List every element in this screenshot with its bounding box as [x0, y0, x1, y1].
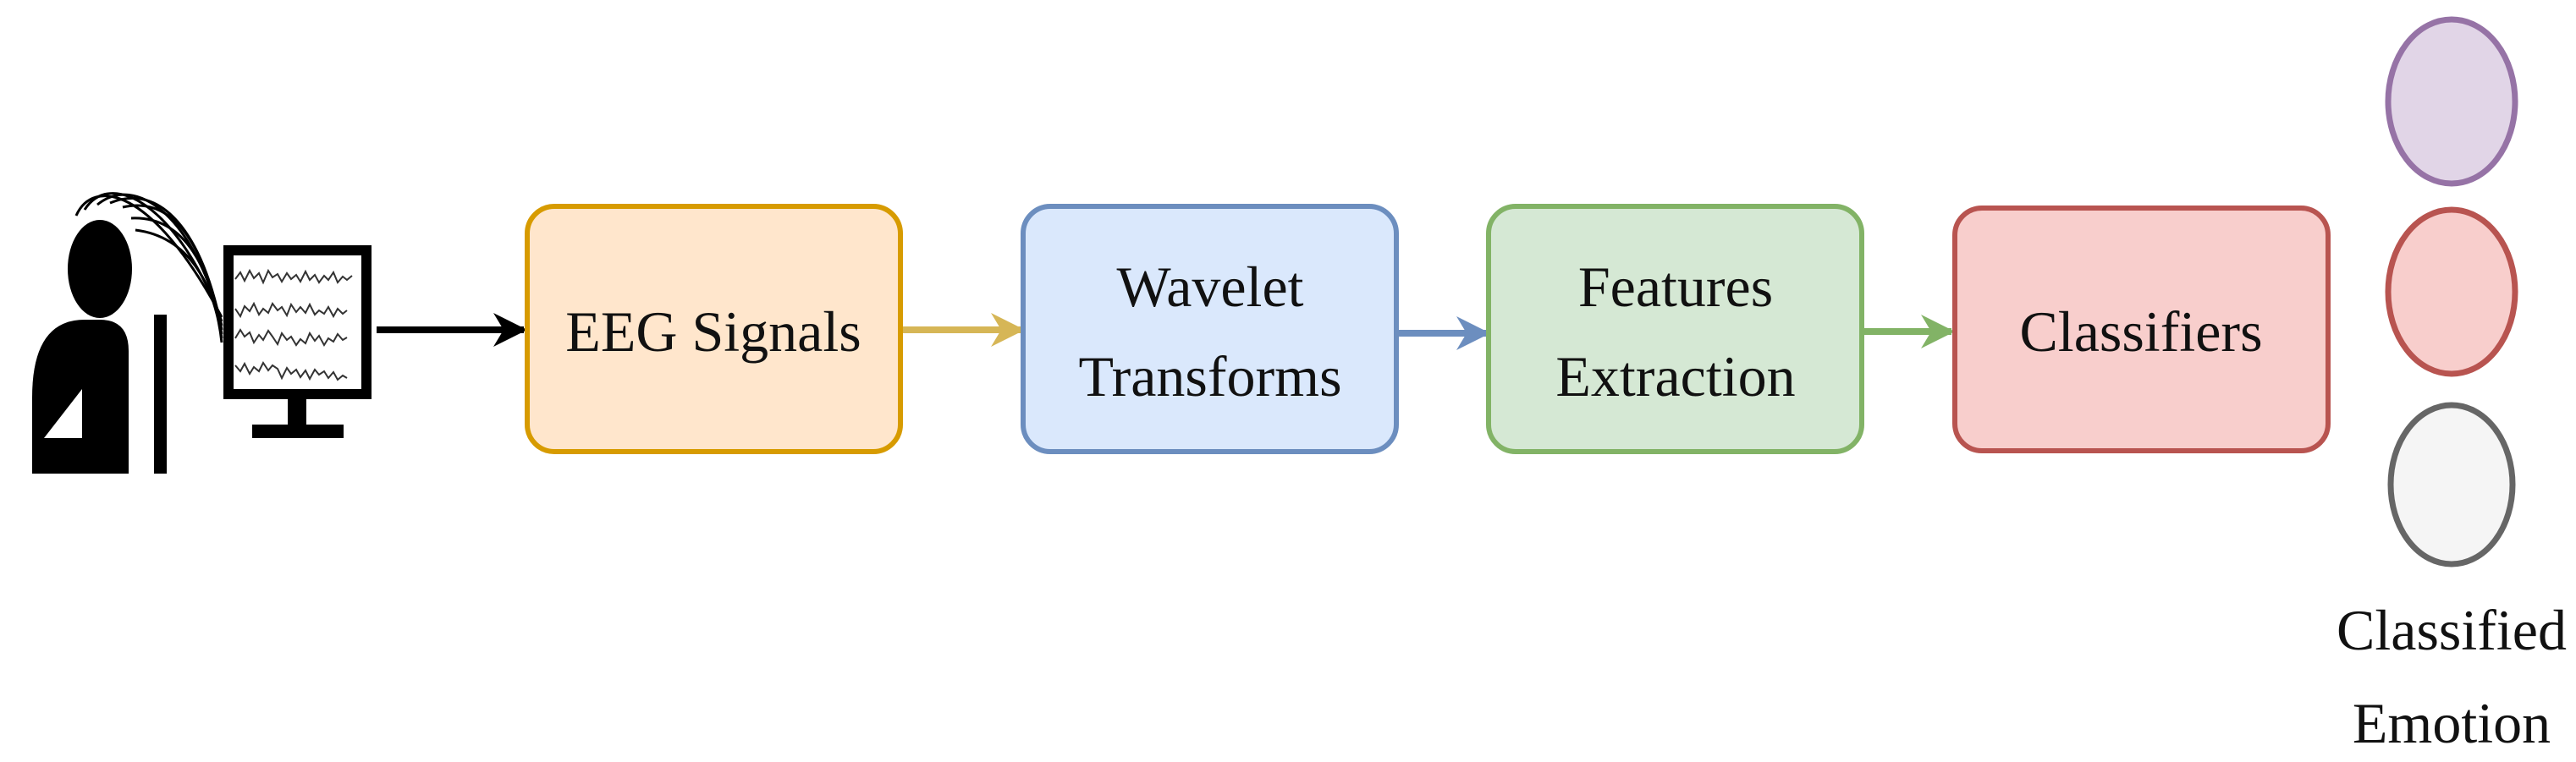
emotion-circle-red	[2385, 206, 2518, 377]
eeg-signals-label: EEG Signals	[565, 299, 861, 364]
classifiers-box-shape	[1952, 206, 2331, 453]
svg-text:Classified: Classified	[2337, 598, 2567, 662]
wavelet-label-line-2: Transforms	[1078, 344, 1341, 408]
features-label-line-1: Features	[1578, 255, 1773, 319]
svg-text:Emotion: Emotion	[2353, 691, 2551, 755]
classifiers-box: Classifiers	[1952, 206, 2331, 453]
classified-emotion-caption-line-2: Emotion	[2353, 691, 2551, 755]
emotion-circle-purple	[2385, 16, 2518, 187]
eeg-signals-box-shape	[525, 204, 903, 454]
classifiers-label: Classifiers	[2019, 299, 2262, 364]
svg-text:EEG Signals: EEG Signals	[565, 299, 861, 364]
svg-text:Extraction: Extraction	[1555, 344, 1795, 408]
person-at-computer-with-eeg-cap-icon	[32, 192, 372, 474]
features-extraction-box: Features Extraction	[1486, 204, 1864, 454]
emotion-circle-gray	[2387, 402, 2516, 567]
svg-text:Features: Features	[1578, 255, 1773, 319]
svg-text:Classifiers: Classifiers	[2019, 299, 2262, 364]
emotion-output-circles	[2385, 16, 2518, 567]
svg-text:Wavelet: Wavelet	[1116, 255, 1303, 319]
svg-text:Transforms: Transforms	[1078, 344, 1341, 408]
wavelet-transforms-box-shape	[1021, 204, 1399, 454]
eeg-signals-box: EEG Signals	[525, 204, 903, 454]
wavelet-label-line-1: Wavelet	[1116, 255, 1303, 319]
wavelet-transforms-box: Wavelet Transforms	[1021, 204, 1399, 454]
classified-emotion-caption-line-1: Classified	[2337, 598, 2567, 662]
features-extraction-box-shape	[1486, 204, 1864, 454]
features-label-line-2: Extraction	[1555, 344, 1795, 408]
